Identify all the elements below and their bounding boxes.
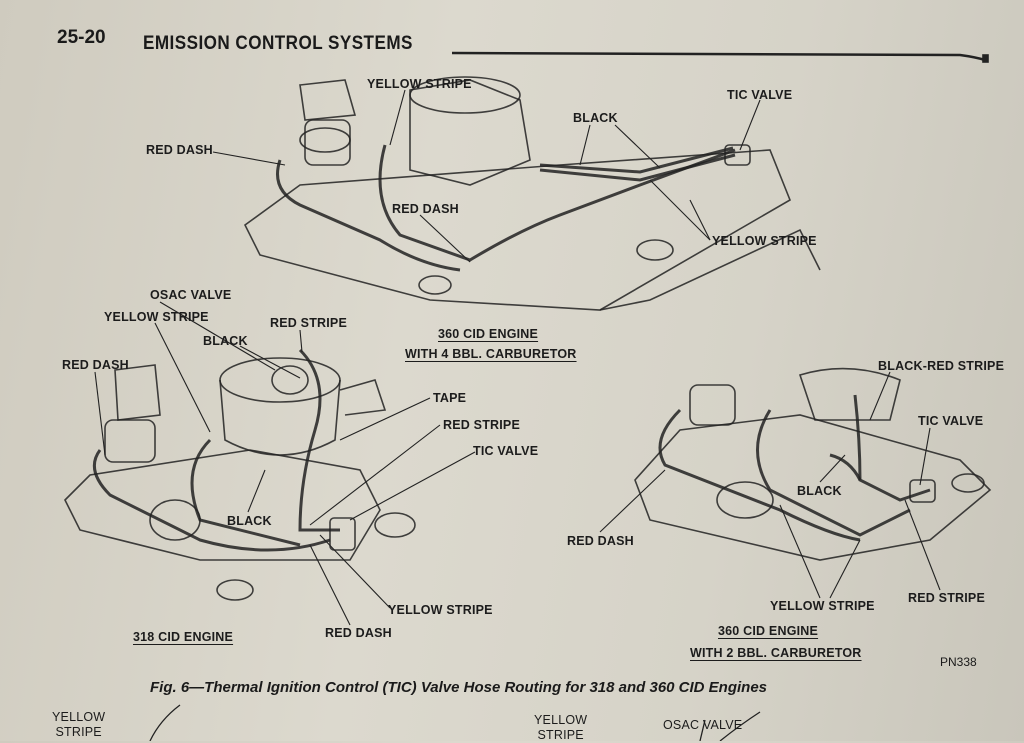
- label-yellow-stripe-partial: YELLOW STRIPE: [52, 710, 105, 740]
- label-tic-valve: TIC VALVE: [727, 88, 793, 102]
- figure-subtitle: WITH 4 BBL. CARBURETOR: [405, 347, 577, 361]
- label-osac-valve-partial: OSAC VALVE: [663, 718, 743, 732]
- figure-title: 318 CID ENGINE: [133, 630, 234, 644]
- engine-360-2bbl-drawing: [634, 367, 992, 561]
- page-number: 25-20: [57, 27, 106, 48]
- header-rule-end: [982, 54, 989, 63]
- label-black: BLACK: [203, 334, 248, 348]
- label-black: BLACK: [573, 111, 618, 125]
- label-tape: TAPE: [433, 391, 467, 405]
- next-figure-partial: [149, 704, 761, 741]
- label-tic-valve: TIC VALVE: [918, 414, 984, 428]
- label-tic-valve: TIC VALVE: [473, 444, 539, 458]
- label-line: STRIPE: [55, 725, 102, 739]
- figure-subtitle: WITH 2 BBL. CARBURETOR: [690, 646, 862, 660]
- label-yellow-stripe-partial: YELLOW STRIPE: [534, 713, 587, 743]
- engine-360-4bbl-drawing: [243, 76, 821, 311]
- label-line: YELLOW: [534, 713, 588, 727]
- label-red-dash: RED DASH: [567, 534, 634, 548]
- label-osac-valve: OSAC VALVE: [150, 288, 232, 302]
- label-line: YELLOW: [52, 710, 106, 724]
- label-yellow-stripe: YELLOW STRIPE: [770, 599, 875, 613]
- label-black-red-stripe: BLACK-RED STRIPE: [878, 359, 1005, 373]
- label-red-stripe: RED STRIPE: [443, 418, 521, 432]
- header-rule: [451, 51, 986, 62]
- label-red-dash: RED DASH: [62, 358, 129, 372]
- label-yellow-stripe: YELLOW STRIPE: [388, 603, 493, 617]
- label-yellow-stripe: YELLOW STRIPE: [104, 310, 209, 324]
- label-red-dash: RED DASH: [146, 143, 213, 157]
- figure-caption: Fig. 6—Thermal Ignition Control (TIC) Va…: [150, 679, 768, 696]
- figure-title: 360 CID ENGINE: [718, 624, 819, 638]
- label-red-dash: RED DASH: [325, 626, 392, 640]
- label-yellow-stripe: YELLOW STRIPE: [712, 234, 817, 248]
- label-red-dash: RED DASH: [392, 202, 459, 216]
- figure-title: 360 CID ENGINE: [438, 327, 539, 341]
- part-number: PN338: [940, 655, 977, 669]
- label-black: BLACK: [227, 514, 272, 528]
- label-black: BLACK: [797, 484, 842, 498]
- section-title: EMISSION CONTROL SYSTEMS: [143, 33, 413, 54]
- leader-lines: [94, 89, 941, 626]
- label-line: STRIPE: [537, 728, 584, 742]
- label-yellow-stripe: YELLOW STRIPE: [367, 77, 472, 91]
- label-red-stripe: RED STRIPE: [908, 591, 986, 605]
- engine-318-drawing: [64, 348, 416, 601]
- label-red-stripe: RED STRIPE: [270, 316, 348, 330]
